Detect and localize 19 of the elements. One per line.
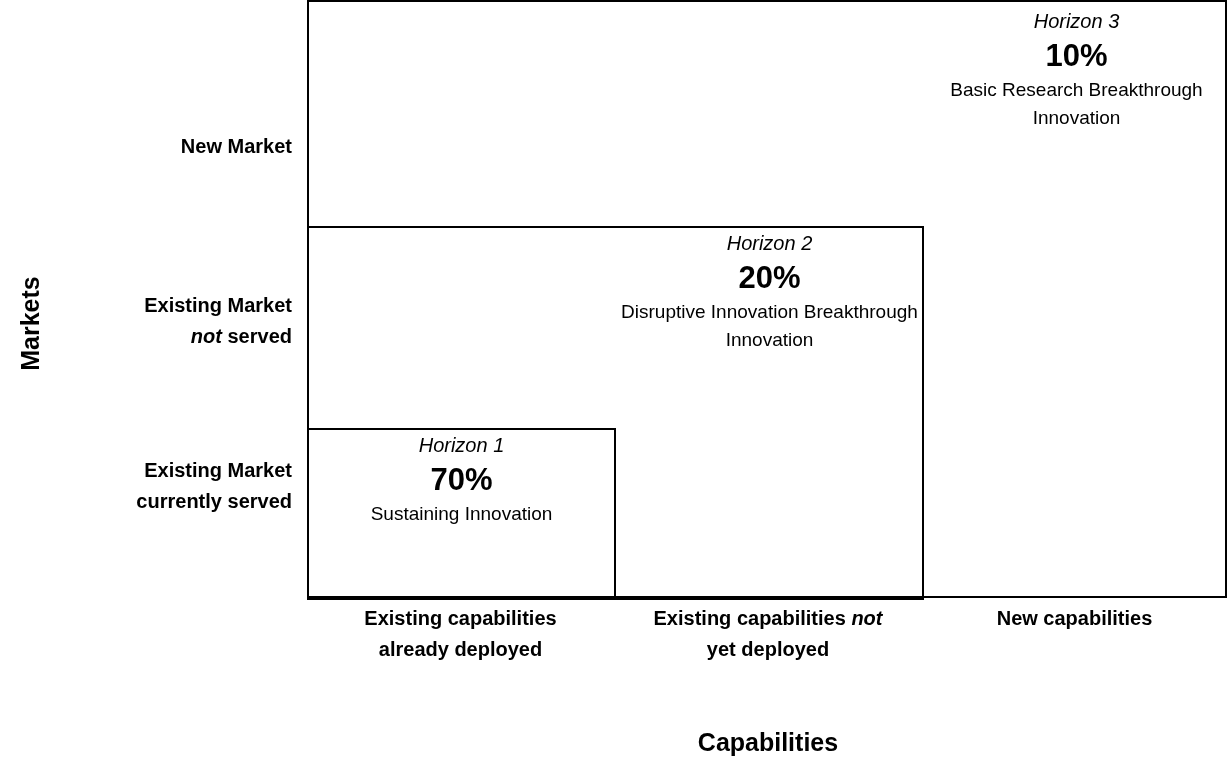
horizon-box <box>307 226 924 600</box>
row-label: New Market <box>179 134 292 159</box>
column-label: Existing capabilities already deployed <box>363 606 558 662</box>
axis-title: Markets <box>14 275 45 373</box>
description: Disruptive Innovation Breakthrough Innovation <box>620 300 919 352</box>
horizon-box <box>307 0 1227 598</box>
axis-title: Capabilities <box>696 727 840 758</box>
horizon-label: Horizon 2 <box>725 231 814 256</box>
percentage: 70% <box>429 461 494 499</box>
description: Basic Research Breakthrough Innovation <box>949 78 1204 130</box>
percentage: 20% <box>737 259 802 297</box>
row-label: Existing Market not served <box>143 293 292 349</box>
description: Sustaining Innovation <box>369 502 554 526</box>
column-label: New capabilities <box>995 606 1154 631</box>
horizon-label: Horizon 3 <box>1032 9 1121 34</box>
column-label: Existing capabilities not yet deployed <box>652 606 884 662</box>
horizon-label: Horizon 1 <box>417 433 506 458</box>
percentage: 10% <box>1044 37 1109 75</box>
row-label: Existing Market currently served <box>135 458 292 514</box>
